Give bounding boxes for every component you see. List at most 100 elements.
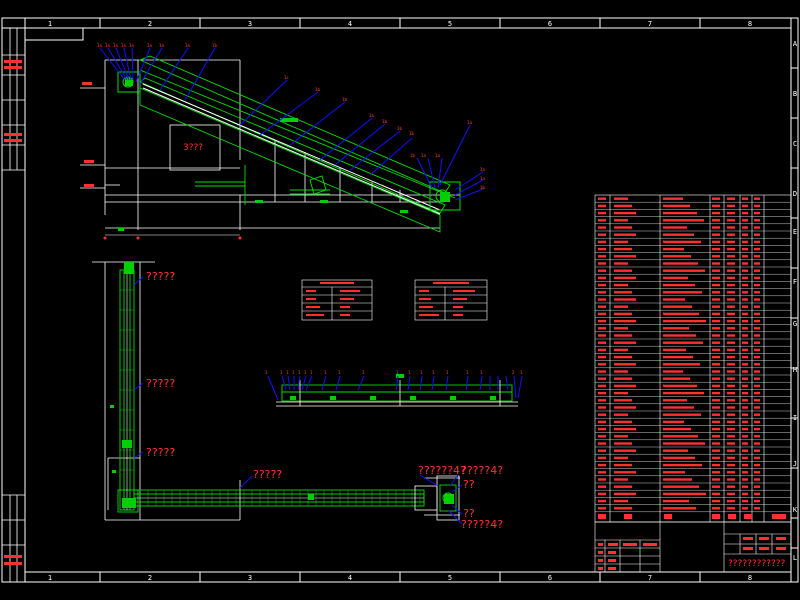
parts-cell-text bbox=[598, 463, 606, 467]
bottom-zone-labels: 1 2 3 4 5 6 7 8 bbox=[48, 574, 752, 582]
parts-cell-text bbox=[754, 463, 760, 467]
parts-cell-text bbox=[742, 478, 748, 481]
parts-cell-text bbox=[598, 499, 606, 503]
parts-cell-text bbox=[712, 219, 720, 222]
callout: 1a bbox=[129, 43, 135, 48]
zone-label: 3 bbox=[248, 20, 252, 28]
parts-cell-text bbox=[663, 319, 706, 323]
parts-cell-text bbox=[712, 413, 720, 416]
parts-cell-text bbox=[727, 478, 735, 481]
parts-cell-text bbox=[614, 471, 636, 474]
parts-cell-text bbox=[712, 363, 720, 366]
parts-cell-text bbox=[742, 348, 748, 352]
parts-cell-text bbox=[712, 283, 720, 287]
parts-cell-text bbox=[663, 341, 703, 344]
parts-cell-text bbox=[754, 262, 760, 265]
parts-cell-text bbox=[754, 456, 760, 460]
parts-cell-text bbox=[742, 312, 748, 316]
zone-label: 1 bbox=[48, 20, 52, 28]
parts-cell-text bbox=[598, 420, 606, 424]
parts-cell-text bbox=[742, 355, 748, 359]
parts-cell-text bbox=[598, 305, 606, 308]
parts-cell-text bbox=[742, 463, 748, 467]
parts-cell-text bbox=[614, 233, 636, 236]
zone-label: H bbox=[793, 366, 797, 374]
right-zone-markers bbox=[791, 67, 798, 549]
parts-cell-text bbox=[614, 363, 636, 366]
callout: 1a bbox=[185, 43, 191, 48]
parts-cell-text bbox=[598, 283, 606, 287]
parts-cell-text bbox=[614, 427, 636, 431]
callout: 1 bbox=[286, 370, 289, 375]
parts-cell-text bbox=[742, 399, 748, 402]
parts-cell-text bbox=[663, 442, 705, 445]
callout: 1 bbox=[420, 370, 423, 375]
head-label: ?????4? bbox=[461, 464, 503, 477]
zone-label: 6 bbox=[548, 574, 552, 582]
parts-cell-text bbox=[614, 291, 632, 294]
parts-cell-text bbox=[663, 283, 695, 287]
strip-callouts: 1 1 1 1 1 1 1 1 1 1 1 1 1 1 1 1 1 2 1 bbox=[265, 370, 523, 375]
parts-cell-text bbox=[598, 348, 606, 352]
parts-cell-text bbox=[598, 226, 606, 229]
parts-cell-text bbox=[598, 341, 606, 344]
parts-cell-text bbox=[614, 413, 628, 416]
parts-cell-text bbox=[742, 197, 748, 200]
parts-cell-text bbox=[742, 233, 748, 236]
parts-cell-text bbox=[598, 485, 606, 488]
parts-cell-text bbox=[663, 334, 696, 337]
revision-strip bbox=[2, 28, 25, 582]
top-zone-markers bbox=[99, 18, 701, 28]
zone-label: I bbox=[793, 414, 797, 422]
callout: 1 bbox=[265, 370, 268, 375]
parts-cell-text bbox=[598, 384, 606, 388]
zone-label: C bbox=[793, 140, 797, 148]
parts-cell-text bbox=[598, 319, 606, 323]
parts-cell-text bbox=[727, 384, 735, 388]
parts-cell-text bbox=[754, 240, 760, 244]
parts-cell-text bbox=[614, 283, 628, 287]
equipment-label: 3??? bbox=[183, 143, 203, 153]
parts-cell-text bbox=[614, 377, 632, 380]
parts-cell-text bbox=[614, 226, 632, 229]
parts-cell-text bbox=[754, 298, 760, 301]
zone-label: G bbox=[793, 320, 797, 328]
parts-cell-text bbox=[663, 204, 690, 208]
parts-cell-text bbox=[614, 247, 632, 251]
parts-cell-text bbox=[754, 219, 760, 222]
parts-cell-text bbox=[727, 291, 735, 294]
parts-cell-text bbox=[712, 197, 720, 200]
parts-cell-text bbox=[712, 255, 720, 258]
parts-cell-text bbox=[663, 384, 697, 388]
parts-cell-text bbox=[712, 204, 720, 208]
callout: 1b bbox=[410, 153, 416, 158]
callout: 1a bbox=[480, 176, 486, 181]
zone-label: 5 bbox=[448, 574, 452, 582]
parts-cell-text bbox=[727, 449, 735, 452]
parts-cell-text bbox=[598, 327, 606, 330]
parts-cell-text bbox=[754, 507, 760, 510]
parts-cell-text bbox=[727, 370, 735, 373]
parts-cell-text bbox=[727, 413, 735, 416]
parts-cell-text bbox=[727, 269, 735, 272]
parts-cell-text bbox=[712, 463, 720, 467]
parts-cell-text bbox=[663, 298, 685, 301]
parts-cell-text bbox=[614, 211, 636, 215]
callout: 1b bbox=[315, 87, 321, 92]
parts-cell-text bbox=[663, 240, 701, 244]
callout: 1b bbox=[397, 126, 403, 131]
parts-cell-text bbox=[614, 240, 628, 244]
parts-cell-text bbox=[754, 355, 760, 359]
parts-cell-text bbox=[742, 485, 748, 488]
parts-cell-text bbox=[614, 204, 632, 208]
parts-cell-text bbox=[754, 391, 760, 395]
callout: 1b bbox=[212, 43, 218, 48]
parts-cell-text bbox=[614, 485, 632, 488]
parts-cell-text bbox=[754, 435, 760, 438]
parts-cell-text bbox=[742, 226, 748, 229]
zone-label: 7 bbox=[648, 574, 652, 582]
parts-cell-text bbox=[614, 262, 628, 265]
parts-cell-text bbox=[742, 211, 748, 215]
zone-label: E bbox=[793, 228, 797, 236]
